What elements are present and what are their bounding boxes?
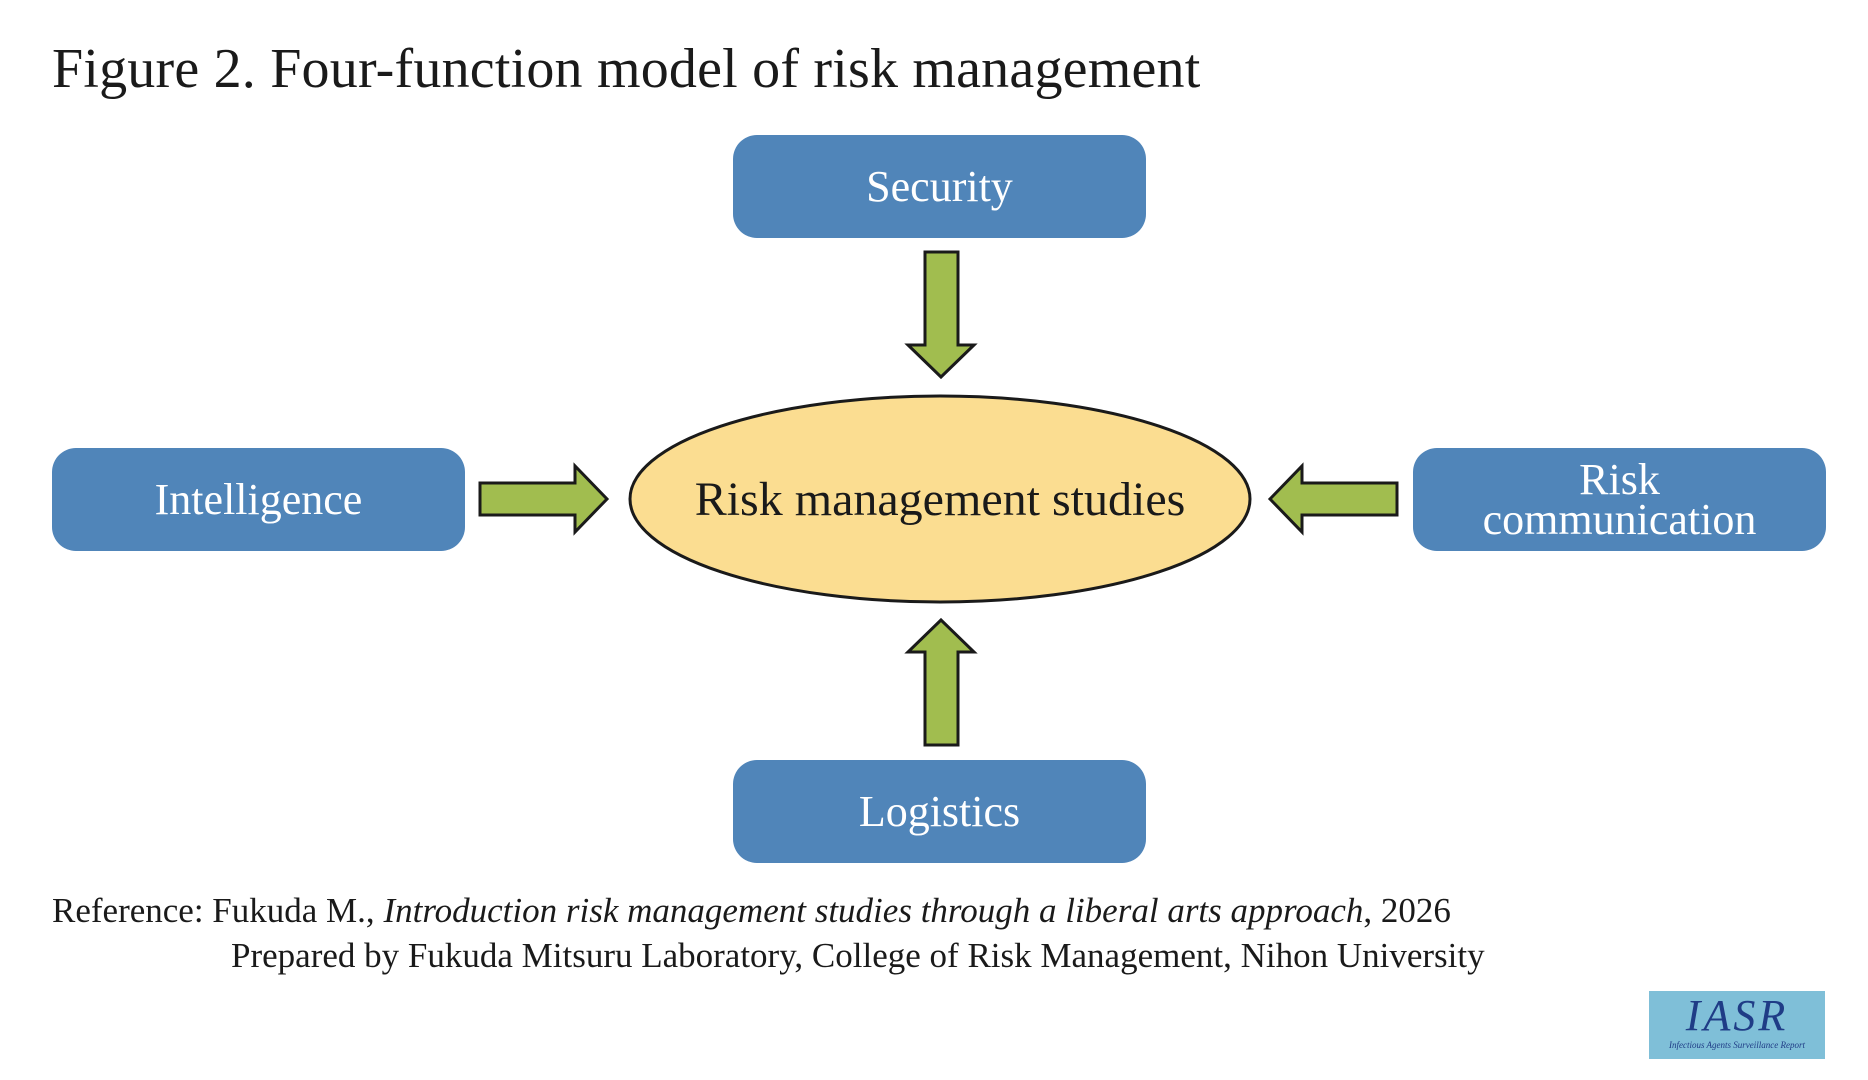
node-logistics-label: Logistics (858, 786, 1021, 836)
node-intelligence-label: Intelligence (154, 474, 363, 524)
iasr-logo-text: IASR (1685, 991, 1789, 1040)
node-security-label: Security (866, 161, 1013, 211)
reference-line-1: Reference: Fukuda M., Introduction risk … (52, 888, 1485, 933)
center-label: Risk management studies (694, 472, 1186, 526)
node-risk-communication-label-line2: communication (1482, 494, 1757, 544)
node-risk-communication-label-line1: Risk (1579, 454, 1660, 504)
reference-block: Reference: Fukuda M., Introduction risk … (52, 888, 1485, 978)
iasr-logo-subtitle: Infectious Agents Surveillance Report (1668, 1040, 1806, 1050)
arrow-left-from-risk-communication (1267, 462, 1399, 536)
reference-prefix: Reference: Fukuda M., (52, 891, 384, 930)
node-risk-communication: Risk communication (1413, 448, 1826, 551)
figure-title: Figure 2. Four-function model of risk ma… (52, 38, 1201, 100)
node-security: Security (733, 135, 1146, 238)
node-logistics: Logistics (733, 760, 1146, 863)
reference-book-title: Introduction risk management studies thr… (383, 891, 1364, 930)
arrow-down-from-security (904, 250, 978, 380)
arrow-right-from-intelligence (478, 462, 610, 536)
reference-line-2: Prepared by Fukuda Mitsuru Laboratory, C… (231, 936, 1485, 975)
arrow-up-from-logistics (904, 617, 978, 747)
node-intelligence: Intelligence (52, 448, 465, 551)
center-ellipse (628, 394, 1252, 604)
iasr-logo: IASR Infectious Agents Surveillance Repo… (1649, 991, 1825, 1059)
reference-year: , 2026 (1363, 891, 1451, 930)
